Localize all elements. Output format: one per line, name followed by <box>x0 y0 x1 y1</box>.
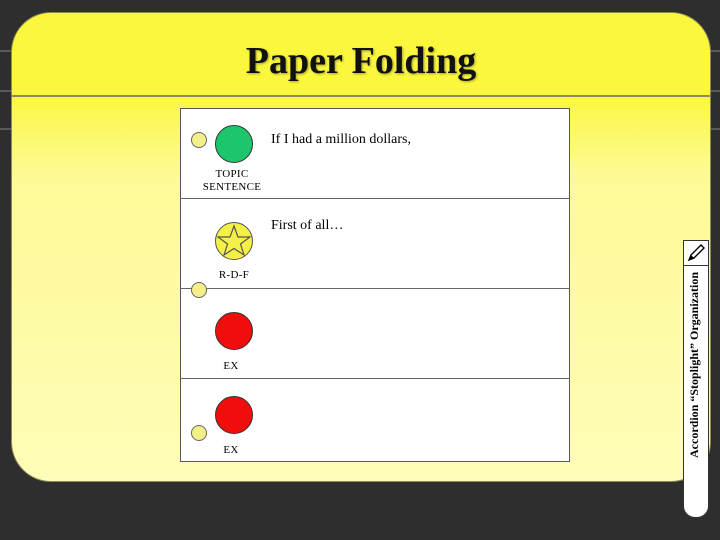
section-label: TOPIC SENTENCE <box>202 168 262 193</box>
red-light-circle <box>215 312 253 350</box>
section-text: If I had a million dollars, <box>271 132 411 147</box>
section-label: R-D-F <box>218 269 250 281</box>
green-light-circle <box>215 125 253 163</box>
small-circle <box>191 425 207 441</box>
small-circle <box>191 282 207 298</box>
fold-line <box>180 288 570 289</box>
yellow-light-circle <box>215 222 253 260</box>
pencil-icon <box>687 244 705 262</box>
star-icon <box>216 224 252 257</box>
section-label: EX <box>223 360 239 372</box>
red-light-circle <box>215 396 253 434</box>
section-text: First of all… <box>271 218 344 233</box>
side-caption-strip <box>683 262 709 518</box>
side-caption-text: Accordion “Stoplight” Organization <box>687 271 701 458</box>
small-circle <box>191 132 207 148</box>
fold-line <box>180 378 570 379</box>
pencil-icon-box <box>683 240 709 266</box>
section-label: EX <box>223 444 239 456</box>
fold-line <box>180 198 570 199</box>
title-divider <box>12 95 710 97</box>
slide-title: Paper Folding <box>245 40 477 82</box>
